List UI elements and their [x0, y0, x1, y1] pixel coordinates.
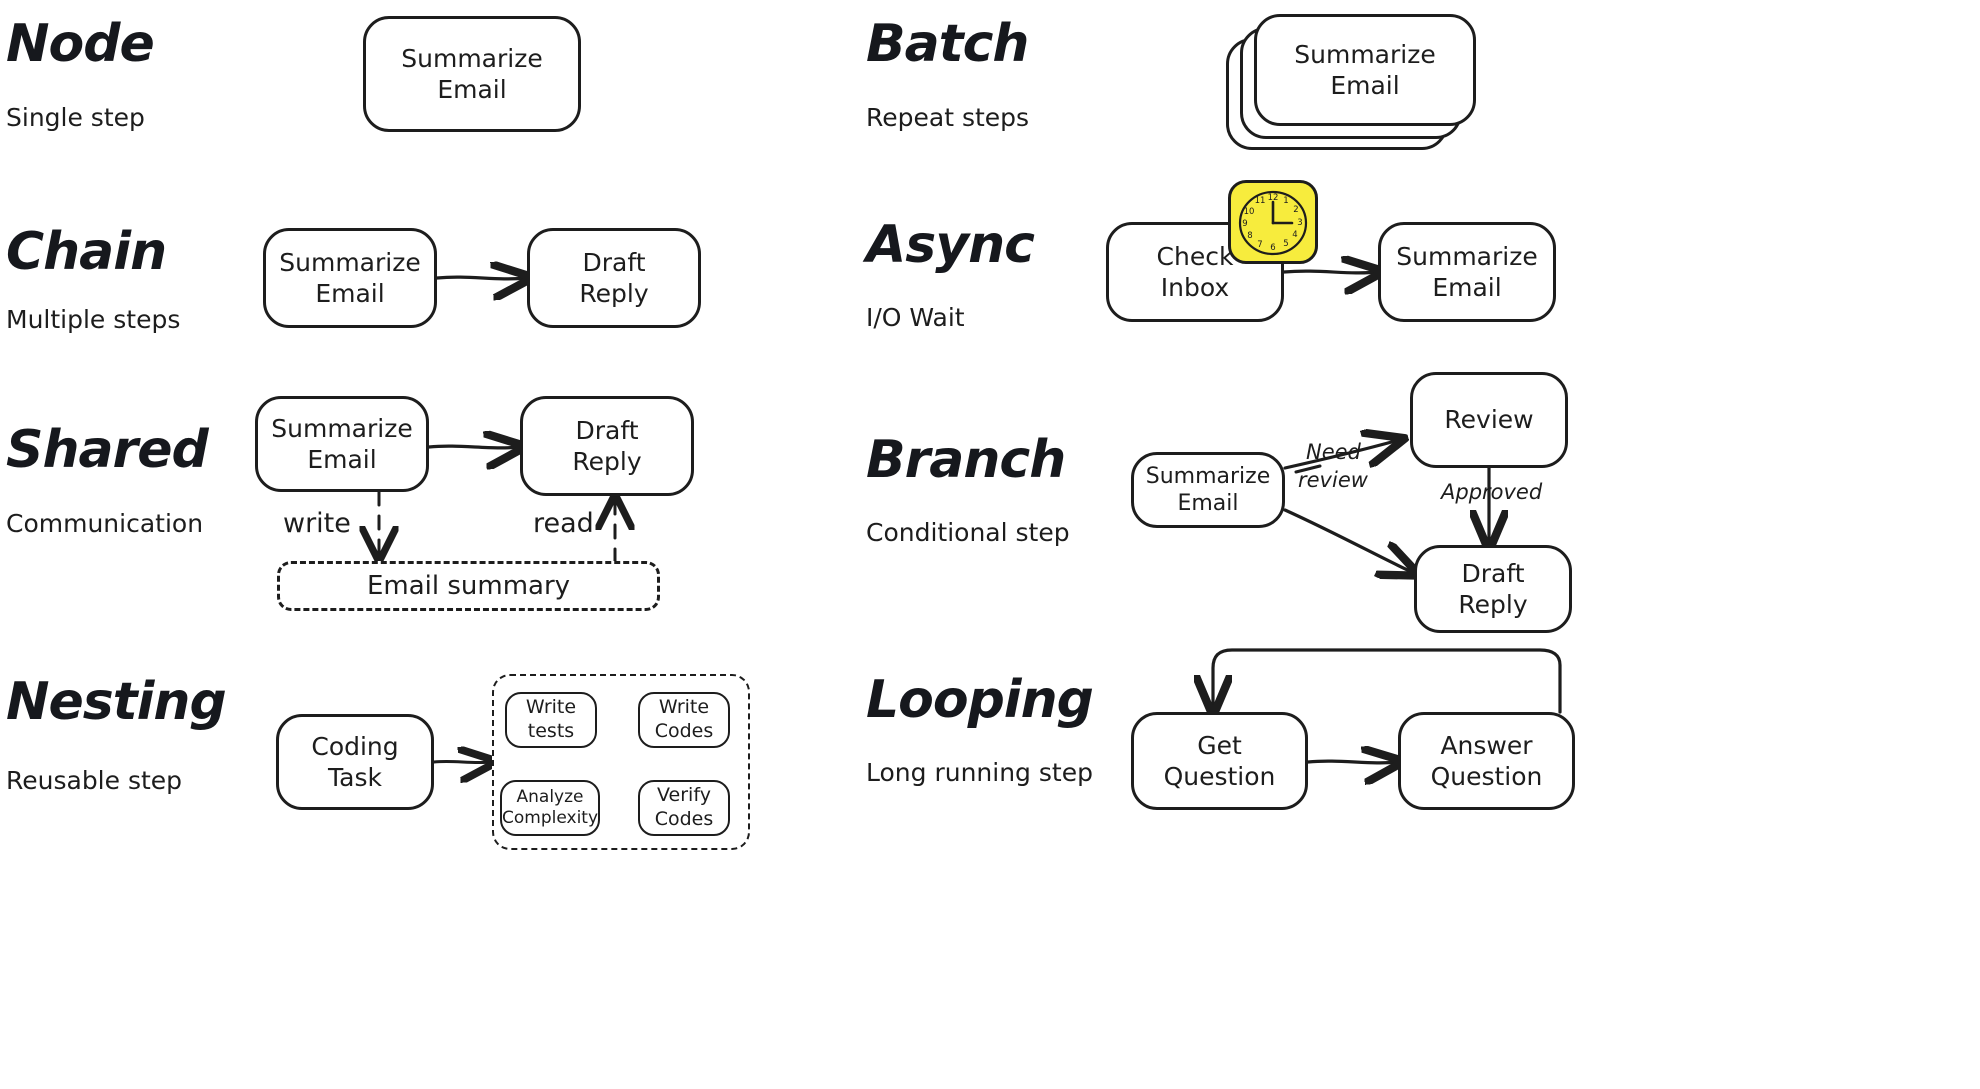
node-label: Summarize Email	[1294, 39, 1436, 100]
node-label: Coding Task	[311, 731, 399, 792]
edge-looping-back	[1213, 648, 1562, 712]
node-label: Answer Question	[1430, 730, 1543, 791]
section-subtitle-async: I/O Wait	[866, 303, 965, 332]
section-subtitle-shared: Communication	[6, 509, 204, 538]
looping-node-answer-question[interactable]: Answer Question	[1398, 712, 1575, 810]
node-label: Summarize Email	[279, 247, 421, 308]
node-label: Get Question	[1163, 730, 1276, 791]
node-label: Check Inbox	[1156, 241, 1234, 302]
section-subtitle-branch: Conditional step	[866, 518, 1070, 547]
edge-label-need: Need	[1306, 440, 1361, 464]
section-title-async: Async	[866, 215, 1035, 275]
svg-text:4: 4	[1292, 230, 1297, 240]
shared-node-summarize-email[interactable]: Summarize Email	[255, 396, 429, 492]
node-label: Write Codes	[654, 696, 714, 742]
svg-text:11: 11	[1255, 196, 1266, 206]
node-label: Summarize Email	[271, 413, 413, 474]
shared-node-draft-reply[interactable]: Draft Reply	[520, 396, 694, 496]
svg-text:12: 12	[1268, 193, 1279, 203]
chain-node-summarize-email[interactable]: Summarize Email	[263, 228, 437, 328]
section-subtitle-looping: Long running step	[866, 758, 1093, 787]
async-node-check-inbox[interactable]: Check Inbox	[1106, 222, 1284, 322]
section-title-node: Node	[6, 14, 155, 74]
section-title-batch: Batch	[866, 14, 1029, 74]
edge-shared-main	[427, 446, 520, 448]
node-label: Review	[1444, 405, 1534, 435]
node-label: Draft Reply	[572, 415, 642, 476]
section-title-looping: Looping	[866, 670, 1094, 730]
edge-label-approved: Approved	[1441, 480, 1543, 504]
svg-text:5: 5	[1283, 239, 1288, 249]
node-label: Summarize Email	[1396, 241, 1538, 302]
store-label: Email summary	[366, 571, 571, 601]
svg-text:10: 10	[1244, 207, 1255, 217]
node-label: Summarize Email	[401, 43, 543, 104]
svg-text:2: 2	[1293, 205, 1298, 215]
batch-node-summarize-email[interactable]: Summarize Email	[1254, 14, 1476, 126]
node-summarize-email[interactable]: Summarize Email	[363, 16, 581, 132]
section-title-shared: Shared	[6, 420, 209, 480]
node-label: Write tests	[525, 696, 577, 742]
edge-label-write: write	[283, 508, 351, 539]
nesting-node-write-codes[interactable]: Write Codes	[638, 692, 730, 748]
clock-icon: 12 1 2 3 4 5 6 7 8 9 10 11	[1228, 180, 1318, 264]
svg-text:3: 3	[1297, 218, 1302, 228]
section-subtitle-batch: Repeat steps	[866, 103, 1030, 132]
branch-node-summarize-email[interactable]: Summarize Email	[1131, 452, 1285, 528]
nesting-node-analyze-complexity[interactable]: Analyze Complexity	[500, 780, 600, 836]
node-label: Draft Reply	[1458, 558, 1528, 619]
edge-label-read: read	[533, 508, 594, 539]
node-label: Verify Codes	[654, 784, 714, 830]
async-node-summarize-email[interactable]: Summarize Email	[1378, 222, 1556, 322]
edge-looping-forward	[1306, 761, 1398, 763]
section-subtitle-chain: Multiple steps	[6, 305, 181, 334]
section-title-branch: Branch	[866, 430, 1066, 490]
shared-store-email-summary[interactable]: Email summary	[277, 561, 660, 611]
chain-node-draft-reply[interactable]: Draft Reply	[527, 228, 701, 328]
node-label: Summarize Email	[1145, 463, 1271, 517]
looping-node-get-question[interactable]: Get Question	[1131, 712, 1308, 810]
node-label: Analyze Complexity	[502, 786, 599, 828]
svg-text:8: 8	[1247, 231, 1252, 241]
edge-nesting-enter	[432, 761, 492, 762]
nesting-node-verify-codes[interactable]: Verify Codes	[638, 780, 730, 836]
section-subtitle-nesting: Reusable step	[6, 766, 183, 795]
section-title-nesting: Nesting	[6, 672, 227, 732]
branch-node-review[interactable]: Review	[1410, 372, 1568, 468]
svg-text:1: 1	[1283, 196, 1288, 206]
svg-text:7: 7	[1257, 240, 1262, 250]
edge-chain	[435, 277, 527, 279]
node-label: Draft Reply	[579, 247, 649, 308]
branch-node-draft-reply[interactable]: Draft Reply	[1414, 545, 1572, 633]
edge-branch-draft	[1283, 508, 1414, 573]
svg-text:9: 9	[1242, 219, 1247, 229]
edge-async	[1282, 271, 1378, 273]
section-title-chain: Chain	[6, 222, 167, 282]
nesting-node-coding-task[interactable]: Coding Task	[276, 714, 434, 810]
section-subtitle-node: Single step	[6, 103, 145, 132]
svg-text:6: 6	[1270, 243, 1275, 253]
nesting-node-write-tests[interactable]: Write tests	[505, 692, 597, 748]
edge-label-need-review: review	[1298, 468, 1368, 492]
